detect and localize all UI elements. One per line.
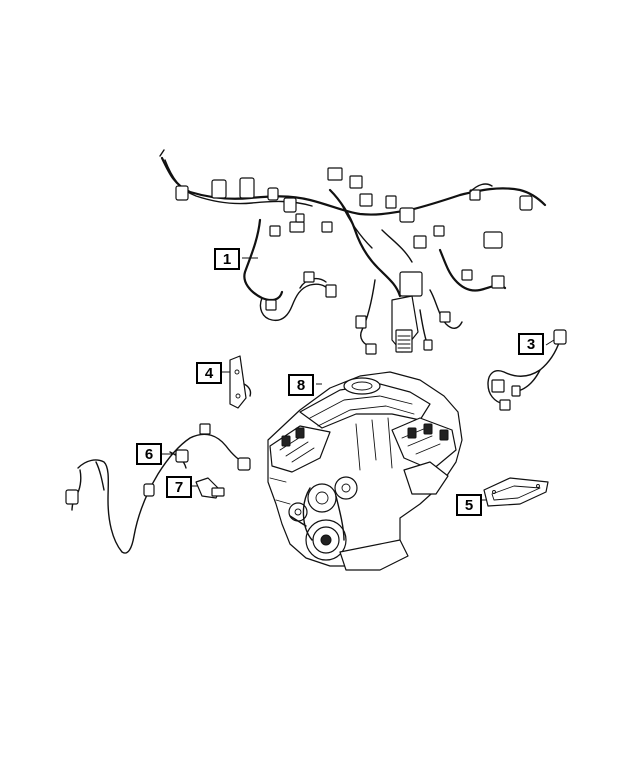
bracket <box>220 355 252 409</box>
callout-label-5: 5 <box>456 494 482 516</box>
sensor-cable-left <box>65 423 251 554</box>
engine-assembly <box>267 371 463 571</box>
callout-label-3: 3 <box>518 333 544 355</box>
callout-label-8: 8 <box>288 374 314 396</box>
callout-label-6: 6 <box>136 443 162 465</box>
gasket <box>478 477 549 507</box>
sensor-harness-right <box>487 329 567 411</box>
callout-label-1: 1 <box>214 248 240 270</box>
callout-label-4: 4 <box>196 362 222 384</box>
small-sensor <box>188 477 225 499</box>
callout-label-7: 7 <box>166 476 192 498</box>
engine-wiring-harness <box>159 149 547 355</box>
